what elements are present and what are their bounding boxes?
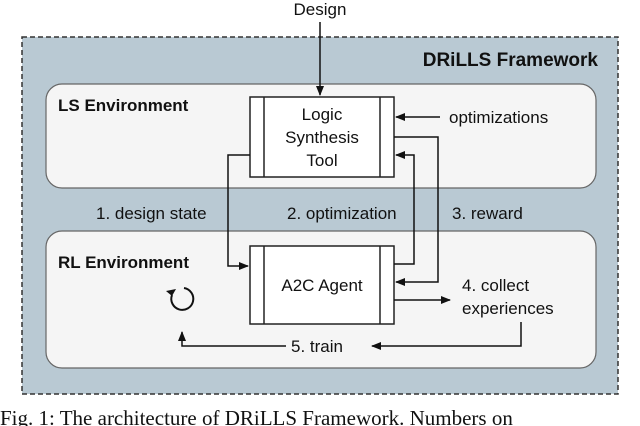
refresh-icon [166, 287, 195, 311]
optimization-arrow [394, 151, 415, 265]
agent-label: A2C Agent [281, 276, 363, 295]
train-return-arrow [178, 331, 286, 347]
collect-label-line1: 4. collect [462, 276, 529, 295]
tool-label-line2: Synthesis [285, 128, 359, 147]
design-input-label: Design [294, 0, 347, 19]
design-state-label: 1. design state [96, 204, 207, 223]
optimizations-label: optimizations [449, 108, 548, 127]
figure-caption: Fig. 1: The architecture of DRiLLS Frame… [0, 406, 513, 426]
rl-environment-title: RL Environment [58, 253, 189, 272]
reward-label: 3. reward [452, 204, 523, 223]
train-arrow [371, 322, 522, 350]
tool-label-line3: Tool [306, 151, 337, 170]
ls-environment-title: LS Environment [58, 96, 189, 115]
logic-synthesis-tool-box: Logic Synthesis Tool [249, 96, 395, 178]
collect-label-line2: experiences [462, 299, 554, 318]
reward-arrow [394, 136, 439, 286]
tool-label-line1: Logic [302, 105, 343, 124]
a2c-agent-box: A2C Agent [249, 245, 395, 325]
framework-title: DRiLLS Framework [423, 50, 599, 71]
design-state-arrow [227, 154, 250, 270]
optimization-label: 2. optimization [287, 204, 397, 223]
train-label: 5. train [291, 337, 343, 356]
